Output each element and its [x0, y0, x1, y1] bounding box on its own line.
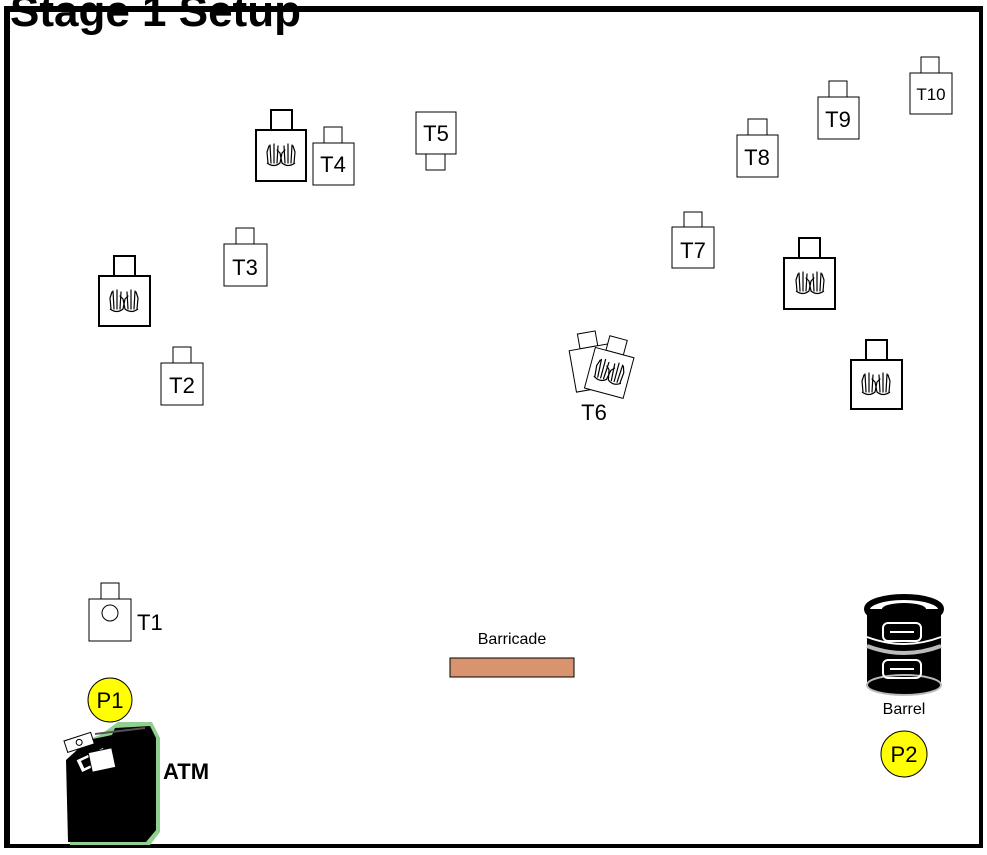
target-t8: T8	[736, 118, 779, 178]
target-t9: T9	[817, 80, 860, 140]
position-p1: P1	[87, 677, 133, 723]
no-shoot-overlay-t6	[583, 335, 635, 399]
atm: ATM	[63, 722, 209, 845]
position-p1-label: P1	[97, 688, 124, 713]
target-t3: T3	[223, 227, 268, 287]
target-t1: T1	[88, 582, 163, 642]
target-t10-label: T10	[916, 85, 945, 104]
target-t10: T10	[909, 56, 953, 115]
target-t2: T2	[160, 346, 204, 406]
barrel: Barrel	[864, 594, 944, 718]
no-shoot-target-2	[98, 255, 151, 327]
target-t2-label: T2	[169, 373, 195, 398]
target-t1-label: T1	[137, 610, 163, 635]
target-t6: T6	[568, 330, 635, 425]
stage-title-text: Stage 1 Setup	[10, 0, 301, 36]
target-t5: T5	[415, 111, 457, 171]
target-t5-label: T5	[423, 121, 449, 146]
barricade-bar	[449, 657, 575, 678]
stage-frame: Stage 1 Setup	[4, 0, 983, 848]
target-t9-label: T9	[825, 107, 851, 132]
stage-title: Stage 1 Setup	[10, 0, 370, 34]
no-shoot-target-4	[850, 339, 903, 410]
target-t6-label: T6	[581, 400, 607, 425]
barricade-label: Barricade	[478, 631, 547, 648]
atm-label: ATM	[163, 759, 209, 784]
target-t4-label: T4	[320, 152, 346, 177]
barricade: Barricade	[449, 631, 575, 678]
target-t7: T7	[671, 211, 715, 269]
position-p2-label: P2	[891, 742, 918, 767]
target-t8-label: T8	[744, 145, 770, 170]
target-t3-label: T3	[232, 255, 258, 280]
no-shoot-target-3	[783, 237, 836, 310]
position-p2: P2	[880, 730, 928, 778]
barrel-label: Barrel	[883, 701, 926, 718]
target-t4: T4	[312, 126, 355, 186]
target-t7-label: T7	[680, 238, 706, 263]
no-shoot-target-1	[255, 109, 307, 182]
